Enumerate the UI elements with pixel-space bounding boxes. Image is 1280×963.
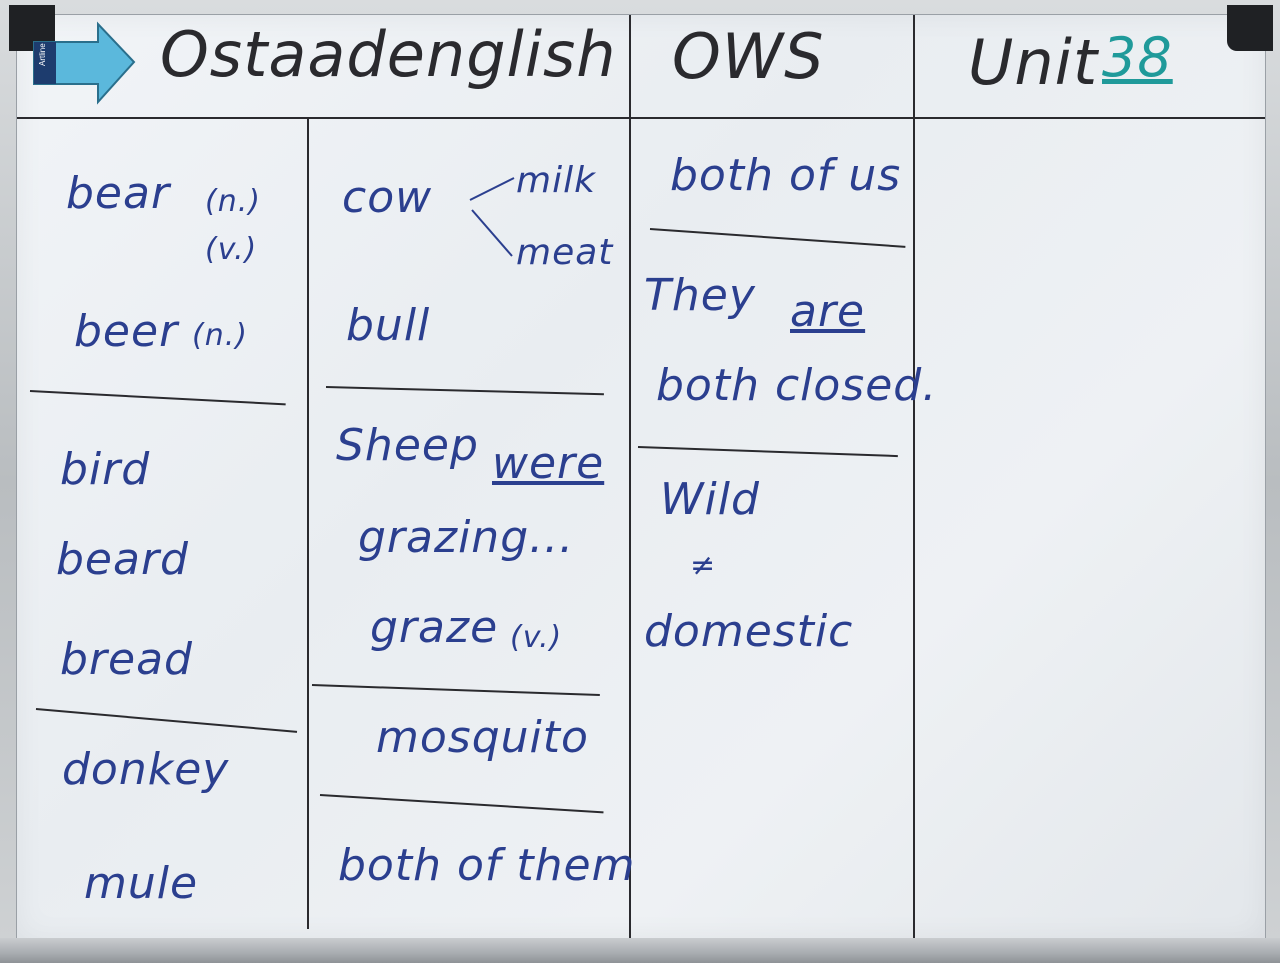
- column-divider: [629, 15, 631, 939]
- word-milk: milk: [516, 160, 596, 201]
- word-wild: Wild: [660, 474, 760, 525]
- word-are: are: [790, 286, 866, 337]
- section-title: OWS: [672, 20, 825, 93]
- word-beard: beard: [56, 534, 189, 585]
- unit-number: 38: [1102, 26, 1173, 89]
- word-mosquito: mosquito: [376, 712, 589, 763]
- word-graze: graze: [370, 602, 499, 653]
- branch-lines: [469, 177, 515, 257]
- word-bird: bird: [60, 444, 151, 495]
- column-divider: [913, 15, 915, 939]
- word-beer: beer: [74, 306, 179, 357]
- word-meat: meat: [516, 232, 614, 273]
- phrase-both-closed: both closed.: [656, 360, 938, 411]
- not-equal-sign: ≠: [690, 548, 717, 583]
- word-bear: bear: [66, 168, 171, 219]
- eraser-label: Artline: [38, 43, 47, 66]
- word-bull: bull: [346, 300, 431, 351]
- marker-tray: [0, 938, 1280, 963]
- pos-verb: (v.): [205, 232, 258, 267]
- word-cow: cow: [342, 172, 433, 223]
- column-divider: [307, 119, 309, 929]
- phrase-both-of-them: both of them: [338, 840, 636, 891]
- brand-title: Ostaadenglish: [160, 18, 617, 91]
- whiteboard: [9, 5, 1273, 940]
- word-donkey: donkey: [62, 744, 230, 795]
- pos-verb: (v.): [510, 620, 563, 655]
- word-bread: bread: [60, 634, 193, 685]
- word-grazing: grazing...: [358, 512, 575, 563]
- eraser-icon: Artline: [33, 21, 136, 105]
- frame-corner: [1227, 5, 1273, 51]
- word-domestic: domestic: [644, 606, 854, 657]
- word-they: They: [644, 270, 756, 321]
- pos-noun: (n.): [205, 184, 261, 219]
- unit-label: Unit: [968, 26, 1099, 99]
- header-divider: [17, 117, 1265, 119]
- word-were: were: [492, 438, 605, 489]
- word-mule: mule: [84, 858, 199, 909]
- word-sheep: Sheep: [336, 420, 479, 471]
- phrase-both-of-us: both of us: [670, 150, 902, 201]
- pos-noun: (n.): [192, 318, 248, 353]
